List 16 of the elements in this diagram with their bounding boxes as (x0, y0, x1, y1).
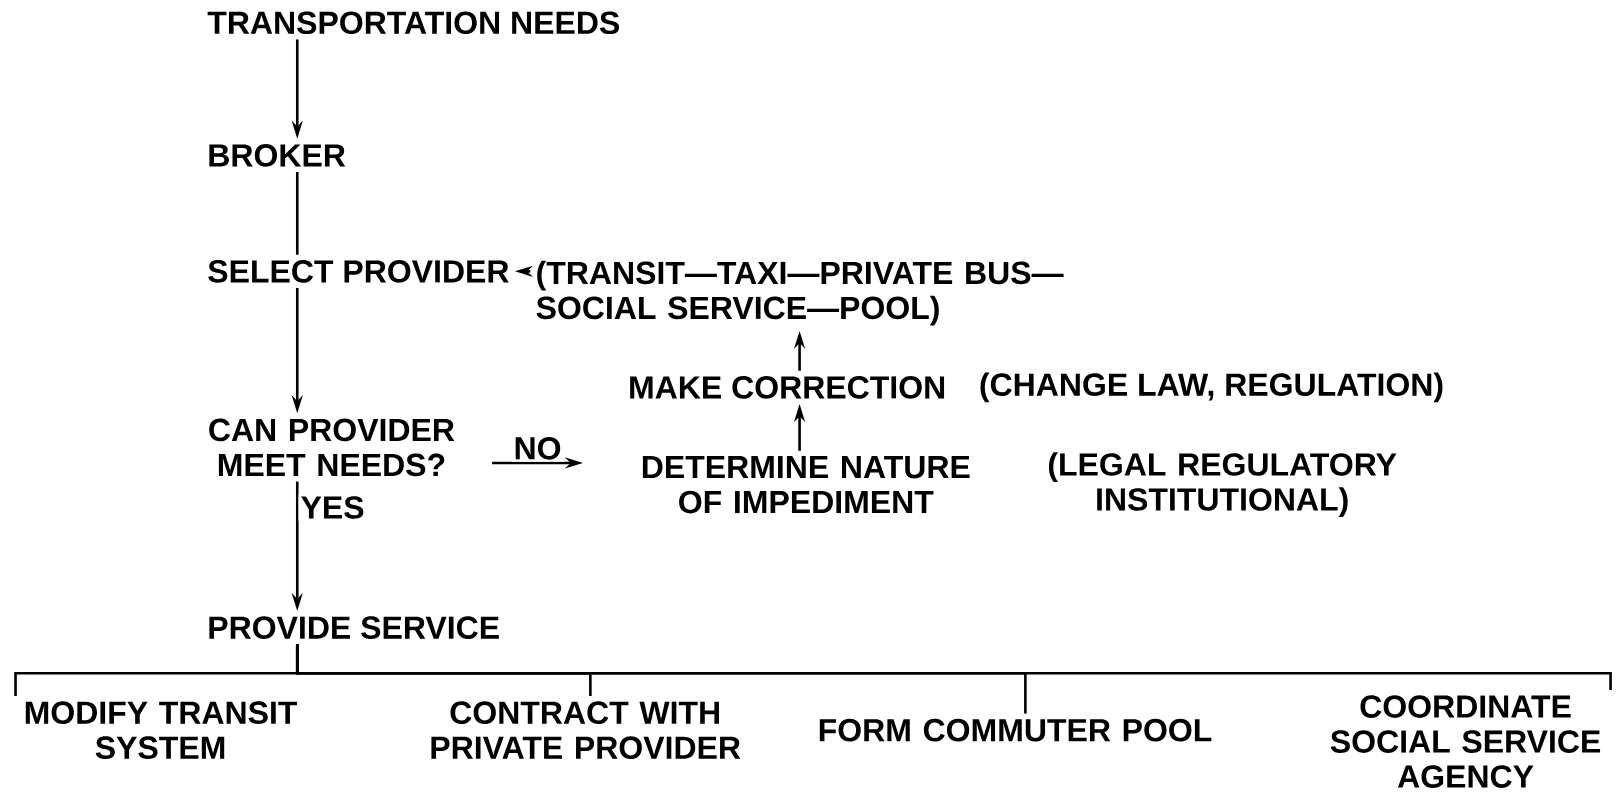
step-text: COORDINATE SOCIAL SERVICE AGENCY (1330, 695, 1601, 788)
step-text: CAN PROVIDER MEET NEEDS? (209, 418, 455, 477)
step-text: MODIFY TRANSIT SYSTEM (25, 701, 298, 759)
edge-label: YES (298, 494, 367, 521)
step-text: TRANSPORTATION NEEDS (207, 11, 620, 35)
step-text: BROKER (209, 144, 346, 167)
step-text: FORM COMMUTER POOL (819, 718, 1212, 742)
step-text: SELECT PROVIDER (208, 260, 509, 283)
step-text: MAKE CORRECTION (630, 376, 945, 399)
note-text: (CHANGE LAW, REGULATION) (980, 372, 1443, 403)
step-text: PROVIDE SERVICE (209, 616, 499, 639)
step-text: CONTRACT WITH PRIVATE PROVIDER (431, 701, 741, 759)
step-text: (TRANSIT—TAXI—PRIVATE BUS— SOCIAL SERVICE—POOL) (536, 260, 1064, 326)
edge-label: NO (511, 435, 564, 462)
step-text: DETERMINE NATURE OF IMPEDIMENT (642, 456, 970, 514)
note-text: (LEGAL REGULATORY INSTITUTIONAL) (1048, 452, 1397, 518)
